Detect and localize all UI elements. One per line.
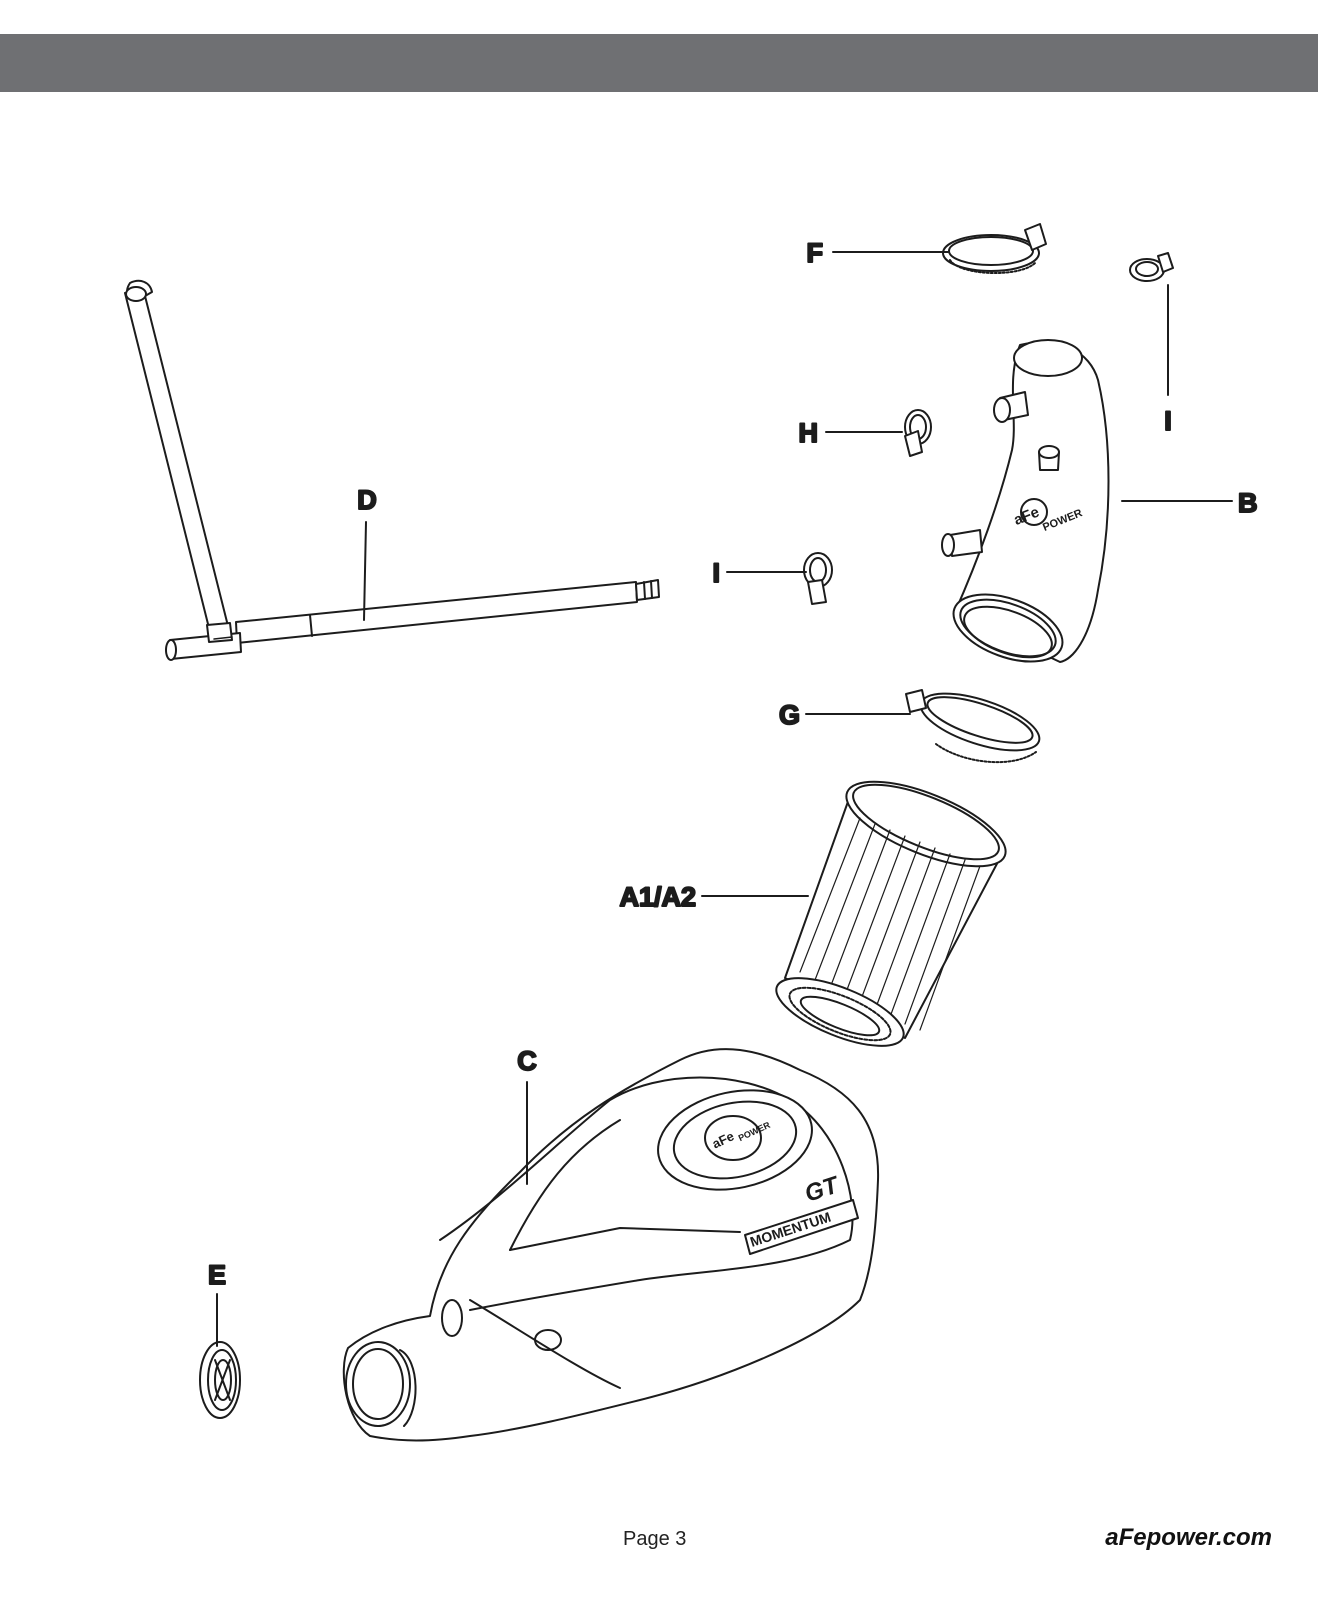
part-f-clamp <box>942 223 1047 275</box>
website-link[interactable]: aFepower.com <box>1105 1524 1272 1551</box>
callout-c: C <box>517 1046 537 1076</box>
callout-e: E <box>208 1260 226 1290</box>
callout-b: B <box>1238 488 1258 518</box>
callout-a: A1/A2 <box>619 882 696 912</box>
callout-f: F <box>807 238 824 268</box>
part-a-air-filter <box>775 780 1007 1047</box>
leader-lines <box>216 251 1233 1347</box>
part-g-clamp <box>905 689 1041 764</box>
part-i-clamp-middle <box>803 552 833 605</box>
part-b-intake-tube: aFe POWER <box>941 339 1110 663</box>
page-number: Page 3 <box>623 1528 687 1550</box>
callout-h: H <box>799 418 819 448</box>
leader-d <box>363 521 367 621</box>
callout-i-middle: I <box>712 558 720 588</box>
part-d-vent-tube <box>124 279 660 661</box>
callout-g: G <box>779 700 800 730</box>
callout-labels: F I H B D I G A1/A2 C E <box>207 237 1259 1291</box>
callout-d: D <box>357 485 377 515</box>
header-band <box>0 34 1318 92</box>
part-h-clamp <box>904 409 932 457</box>
callout-i-top: I <box>1164 406 1172 436</box>
part-i-clamp-top <box>1129 252 1174 282</box>
part-e-grommet <box>199 1341 241 1419</box>
part-c-airbox: aFe POWER MOMENTUM GT <box>342 1048 880 1442</box>
